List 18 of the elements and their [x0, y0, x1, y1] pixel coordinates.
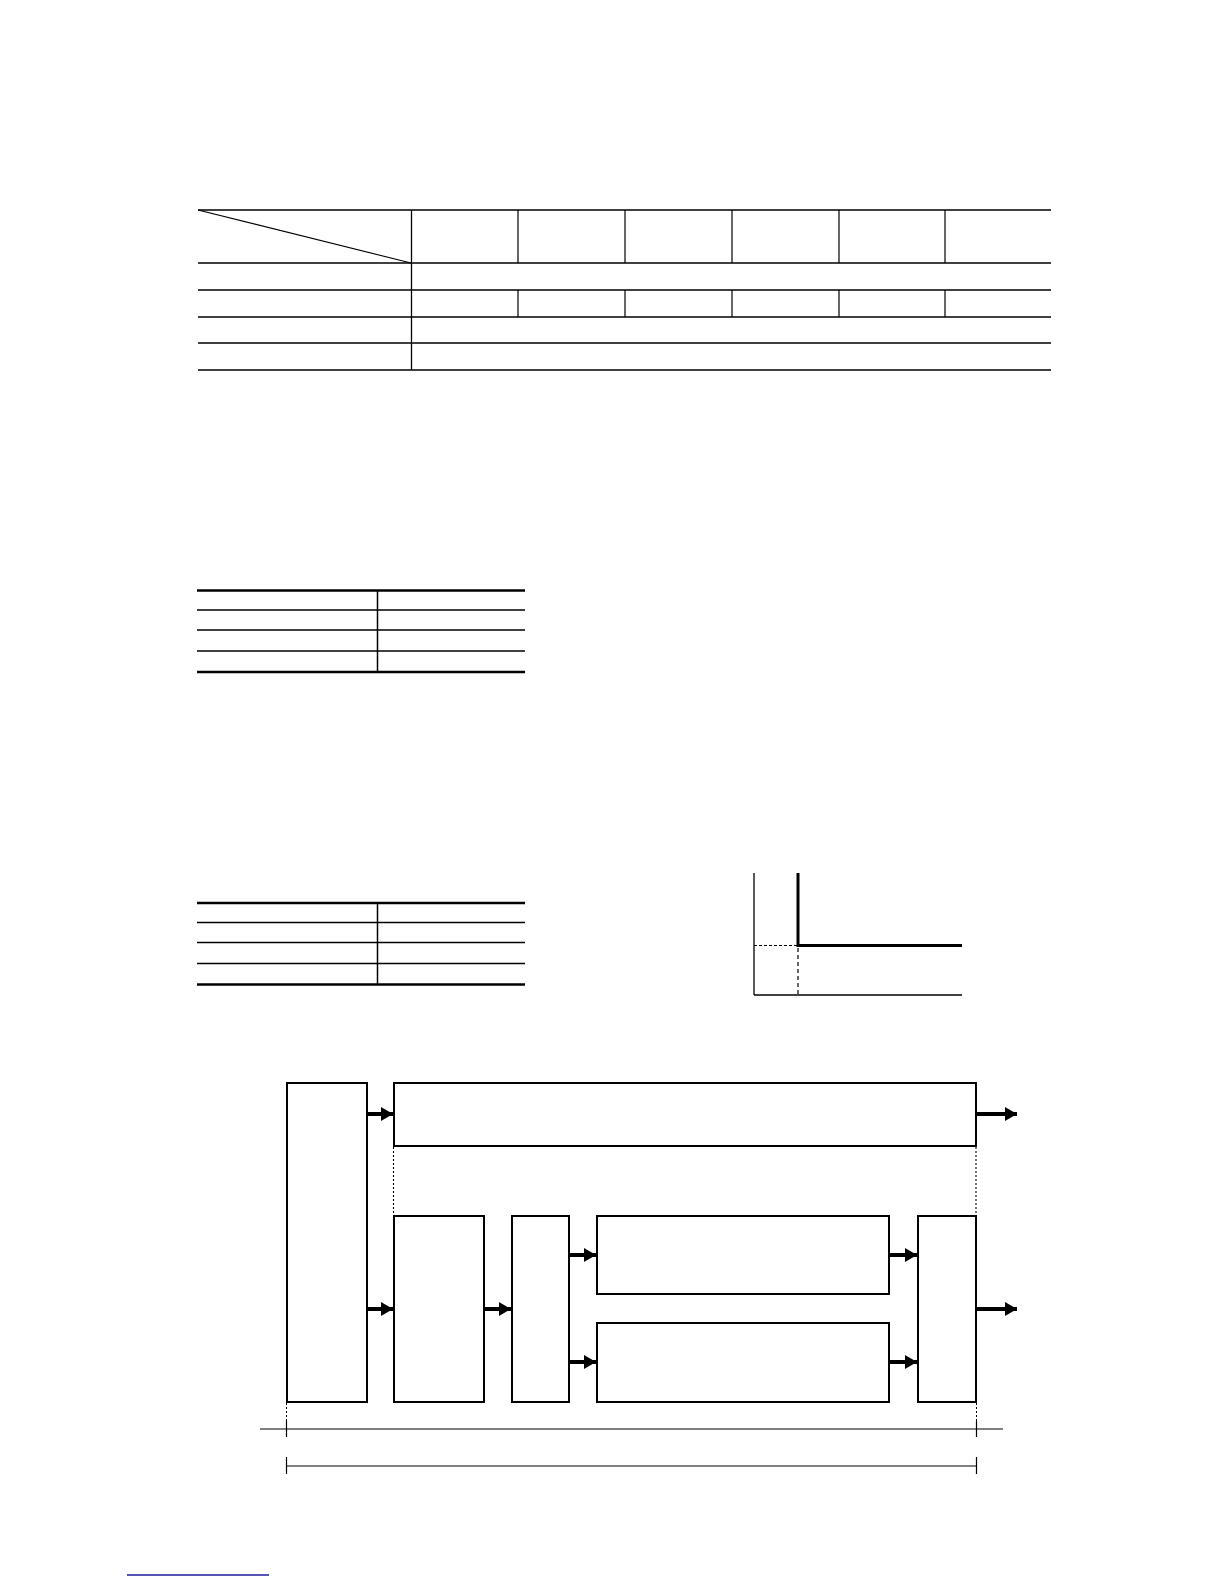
- process-block: [917, 1215, 977, 1403]
- process-block: [393, 1082, 977, 1147]
- arrow: [977, 1302, 1017, 1316]
- arrow: [570, 1355, 596, 1369]
- process-block: [393, 1215, 485, 1403]
- connector-line: [975, 1146, 977, 1216]
- arrow: [977, 1107, 1017, 1121]
- arrow: [368, 1302, 393, 1316]
- arrow: [570, 1248, 596, 1262]
- connector-line: [392, 1146, 395, 1216]
- arrow: [890, 1248, 917, 1262]
- arrow: [485, 1302, 511, 1316]
- process-block: [511, 1215, 570, 1403]
- arrow: [368, 1107, 393, 1121]
- process-block: [286, 1082, 368, 1403]
- process-block: [596, 1322, 890, 1403]
- arrow: [890, 1355, 917, 1369]
- process-block: [596, 1215, 890, 1295]
